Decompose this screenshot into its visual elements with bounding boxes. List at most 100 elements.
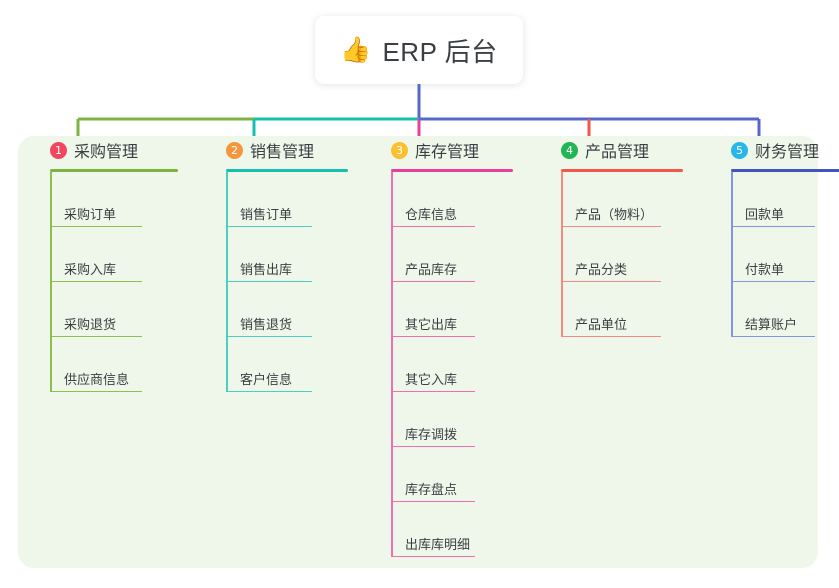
leaf-label: 产品（物料）: [575, 207, 654, 222]
mindmap-panel: 1 采购管理采购订单采购入库采购退货供应商信息 2 销售管理销售订单销售出库销售退货客…: [18, 136, 839, 568]
leaf-underline: [50, 390, 142, 392]
column-underline: [391, 169, 513, 172]
leaf-underline: [391, 280, 475, 282]
leaf-node[interactable]: 产品库存: [391, 227, 513, 282]
column-number-badge: 2: [226, 141, 243, 159]
column-underline: [731, 169, 839, 172]
leaf-node[interactable]: 采购订单: [50, 172, 178, 227]
leaf-node[interactable]: 供应商信息: [50, 337, 178, 392]
leaf-label: 销售退货: [240, 317, 293, 332]
leaf-underline: [731, 280, 815, 282]
column-items: 回款单付款单结算账户: [713, 172, 839, 337]
leaf-node[interactable]: 出库库明细: [391, 502, 513, 557]
column-header-3[interactable]: 3 库存管理: [373, 136, 513, 164]
leaf-underline: [226, 335, 312, 337]
column-underline: [561, 169, 683, 172]
column-number-badge: 3: [391, 141, 408, 159]
column-items: 产品（物料） 产品分类产品单位: [543, 172, 683, 337]
column-header-5[interactable]: 5 财务管理: [713, 136, 839, 164]
leaf-node[interactable]: 结算账户: [731, 282, 839, 337]
column-4: 4 产品管理产品（物料） 产品分类产品单位: [543, 136, 683, 337]
leaf-underline: [731, 335, 815, 337]
leaf-label: 其它出库: [405, 317, 458, 332]
leaf-underline: [226, 225, 312, 227]
leaf-node[interactable]: 回款单: [731, 172, 839, 227]
leaf-underline: [391, 335, 475, 337]
leaf-node[interactable]: 销售订单: [226, 172, 348, 227]
leaf-underline: [50, 225, 142, 227]
column-number-badge: 1: [50, 141, 67, 159]
leaf-label: 仓库信息: [405, 207, 458, 222]
leaf-node[interactable]: 采购入库: [50, 227, 178, 282]
leaf-underline: [561, 335, 661, 337]
leaf-label: 采购退货: [64, 317, 117, 332]
column-title: 产品管理: [585, 144, 650, 161]
column-header-2[interactable]: 2 销售管理: [208, 136, 348, 164]
leaf-node[interactable]: 客户信息: [226, 337, 348, 392]
leaf-node[interactable]: 库存盘点: [391, 447, 513, 502]
leaf-underline: [391, 500, 475, 502]
column-spine: [226, 172, 228, 392]
column-1: 1 采购管理采购订单采购入库采购退货供应商信息: [32, 136, 178, 392]
leaf-label: 其它入库: [405, 372, 458, 387]
leaf-node[interactable]: 其它入库: [391, 337, 513, 392]
leaf-node[interactable]: 其它出库: [391, 282, 513, 337]
leaf-underline: [561, 280, 661, 282]
leaf-label: 回款单: [745, 207, 785, 222]
leaf-node[interactable]: 产品单位: [561, 282, 683, 337]
leaf-node[interactable]: 销售退货: [226, 282, 348, 337]
column-underline: [226, 169, 348, 172]
leaf-underline: [50, 335, 142, 337]
leaf-underline: [50, 280, 142, 282]
column-header-4[interactable]: 4 产品管理: [543, 136, 683, 164]
leaf-label: 产品单位: [575, 317, 628, 332]
column-2: 2 销售管理销售订单销售出库销售退货客户信息: [208, 136, 348, 392]
column-spine: [50, 172, 52, 392]
column-underline: [50, 169, 178, 172]
column-title: 库存管理: [415, 144, 480, 161]
column-spine: [391, 172, 393, 557]
leaf-label: 供应商信息: [64, 372, 130, 387]
leaf-underline: [391, 390, 475, 392]
root-node-card[interactable]: 👍 ERP 后台: [315, 16, 523, 84]
thumbs-up-icon: 👍: [340, 35, 372, 64]
column-title: 财务管理: [755, 144, 820, 161]
leaf-label: 采购入库: [64, 262, 117, 277]
leaf-underline: [226, 280, 312, 282]
column-number-badge: 4: [561, 141, 578, 159]
root-title: ERP 后台: [382, 36, 498, 67]
leaf-node[interactable]: 库存调拨: [391, 392, 513, 447]
leaf-node[interactable]: 付款单: [731, 227, 839, 282]
leaf-node[interactable]: 采购退货: [50, 282, 178, 337]
column-title: 销售管理: [250, 144, 315, 161]
leaf-label: 销售订单: [240, 207, 293, 222]
leaf-label: 付款单: [745, 262, 785, 277]
leaf-node[interactable]: 产品分类: [561, 227, 683, 282]
leaf-node[interactable]: 产品（物料）: [561, 172, 683, 227]
leaf-underline: [561, 225, 661, 227]
leaf-underline: [391, 225, 475, 227]
leaf-label: 库存调拨: [405, 427, 458, 442]
leaf-label: 销售出库: [240, 262, 293, 277]
column-items: 仓库信息产品库存其它出库其它入库库存调拨库存盘点出库库明细: [373, 172, 513, 557]
column-5: 5 财务管理回款单付款单结算账户: [713, 136, 839, 337]
leaf-underline: [731, 225, 815, 227]
leaf-label: 库存盘点: [405, 482, 458, 497]
column-items: 采购订单采购入库采购退货供应商信息: [32, 172, 178, 392]
column-items: 销售订单销售出库销售退货客户信息: [208, 172, 348, 392]
column-title: 采购管理: [74, 144, 139, 161]
leaf-label: 产品库存: [405, 262, 458, 277]
column-header-1[interactable]: 1 采购管理: [32, 136, 178, 164]
leaf-label: 产品分类: [575, 262, 628, 277]
leaf-underline: [226, 390, 312, 392]
column-spine: [731, 172, 733, 337]
column-spine: [561, 172, 563, 337]
leaf-underline: [391, 555, 475, 557]
leaf-underline: [391, 445, 475, 447]
leaf-label: 出库库明细: [405, 537, 471, 552]
column-3: 3 库存管理仓库信息产品库存其它出库其它入库库存调拨库存盘点出库库明细: [373, 136, 513, 557]
leaf-node[interactable]: 仓库信息: [391, 172, 513, 227]
column-number-badge: 5: [731, 141, 748, 159]
leaf-label: 采购订单: [64, 207, 117, 222]
leaf-node[interactable]: 销售出库: [226, 227, 348, 282]
